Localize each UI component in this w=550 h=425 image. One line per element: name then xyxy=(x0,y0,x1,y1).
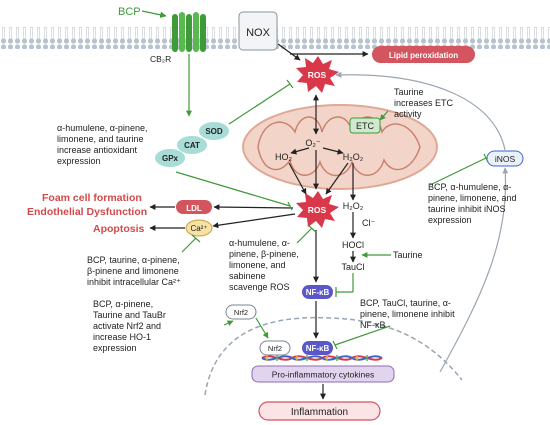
inos-box xyxy=(486,150,524,167)
nrf2-annotation: BCP, α-pinene, Taurine and TauBr activat… xyxy=(93,299,168,353)
cytokines-label: Pro-inflammatory cytokines xyxy=(272,370,375,380)
cat-enzyme xyxy=(177,136,207,154)
nfkb-annotation: BCP, TauCl, taurine, α- pinene, limonene… xyxy=(360,298,457,330)
cat-label: CAT xyxy=(184,141,200,150)
sod-enzyme xyxy=(199,122,229,140)
dna-helix-icon xyxy=(261,355,383,361)
nox-box xyxy=(238,11,278,51)
endothelial-label: Endothelial Dysfunction xyxy=(27,206,147,218)
regulation-arrows xyxy=(175,54,489,350)
ho2-label: HO₂˙ xyxy=(275,152,295,162)
inos-ros-arrow xyxy=(335,71,506,151)
nrf2-cyto-pill xyxy=(225,304,257,320)
taucl-label: TauCl xyxy=(341,262,364,272)
nucleus-membrane xyxy=(204,316,463,396)
apoptosis-label: Apoptosis xyxy=(93,223,144,235)
nfkb-cyto-label: NF-κB xyxy=(306,288,330,297)
cytokines-box xyxy=(251,365,395,383)
h2o2-mito-label: H₂O₂ xyxy=(343,152,364,162)
etc-box xyxy=(349,117,381,134)
ros-top-label: ROS xyxy=(308,70,327,80)
ros-mid-label: ROS xyxy=(308,205,327,215)
h2o2-out-label: H₂O₂ xyxy=(343,201,364,211)
cb2r-label: CB₂R xyxy=(150,54,171,64)
antioxidant-annotation: α-humulene, α-pinene, limonene, and taur… xyxy=(57,123,150,166)
ca-ion xyxy=(185,219,213,237)
cl-label: Cl⁻ xyxy=(362,218,375,228)
inos-feedback-arrow xyxy=(439,167,509,373)
calcium-annotation: BCP, taurine, α-pinene, β-pinene and lim… xyxy=(87,255,182,287)
foam-cell-label: Foam cell formation xyxy=(42,192,142,204)
taurine-label: Taurine xyxy=(393,250,423,260)
inos-annotation: BCP, α-humulene, α- pinene, limonene, an… xyxy=(428,182,519,225)
nfkb-nucleus-pill xyxy=(302,341,333,355)
bcp-label: BCP xyxy=(118,6,141,18)
etc-annotation: Taurine increases ETC activity xyxy=(394,87,456,119)
ros-top-burst-icon xyxy=(296,56,339,93)
inos-label: iNOS xyxy=(495,154,516,164)
o2-label: O₂⁻ xyxy=(305,138,320,148)
sod-label: SOD xyxy=(205,127,223,136)
bcp-arrow xyxy=(141,10,167,18)
gpx-label: GPx xyxy=(162,154,179,163)
nfkb-cyto-pill xyxy=(302,285,333,299)
etc-label: ETC xyxy=(356,121,375,131)
nrf2-nucleus-pill xyxy=(259,340,291,356)
nrf2-cyto-label: Nrf2 xyxy=(234,308,248,317)
pathway-arrows xyxy=(149,43,369,400)
ros-mid-burst-icon xyxy=(296,191,339,228)
ldl-pill xyxy=(176,200,212,214)
hocl-label: HOCl xyxy=(342,240,364,250)
nfkb-nucleus-label: NF-κB xyxy=(306,344,330,353)
cb2-receptor-icon xyxy=(172,12,206,52)
inflammation-label: Inflammation xyxy=(291,407,348,418)
lipid-peroxidation-label: Lipid peroxidation xyxy=(389,51,458,60)
ca-label: Ca²⁺ xyxy=(190,224,207,233)
nox-label: NOX xyxy=(246,27,271,39)
gpx-enzyme xyxy=(155,149,185,167)
lipid-peroxidation-pill xyxy=(372,46,475,63)
ldl-label: LDL xyxy=(186,204,202,213)
inflammation-pill xyxy=(258,401,381,421)
scavenge-annotation: α-humulene, α- pinene, β-pinene, limonen… xyxy=(229,238,301,292)
nrf2-nucleus-label: Nrf2 xyxy=(268,344,282,353)
